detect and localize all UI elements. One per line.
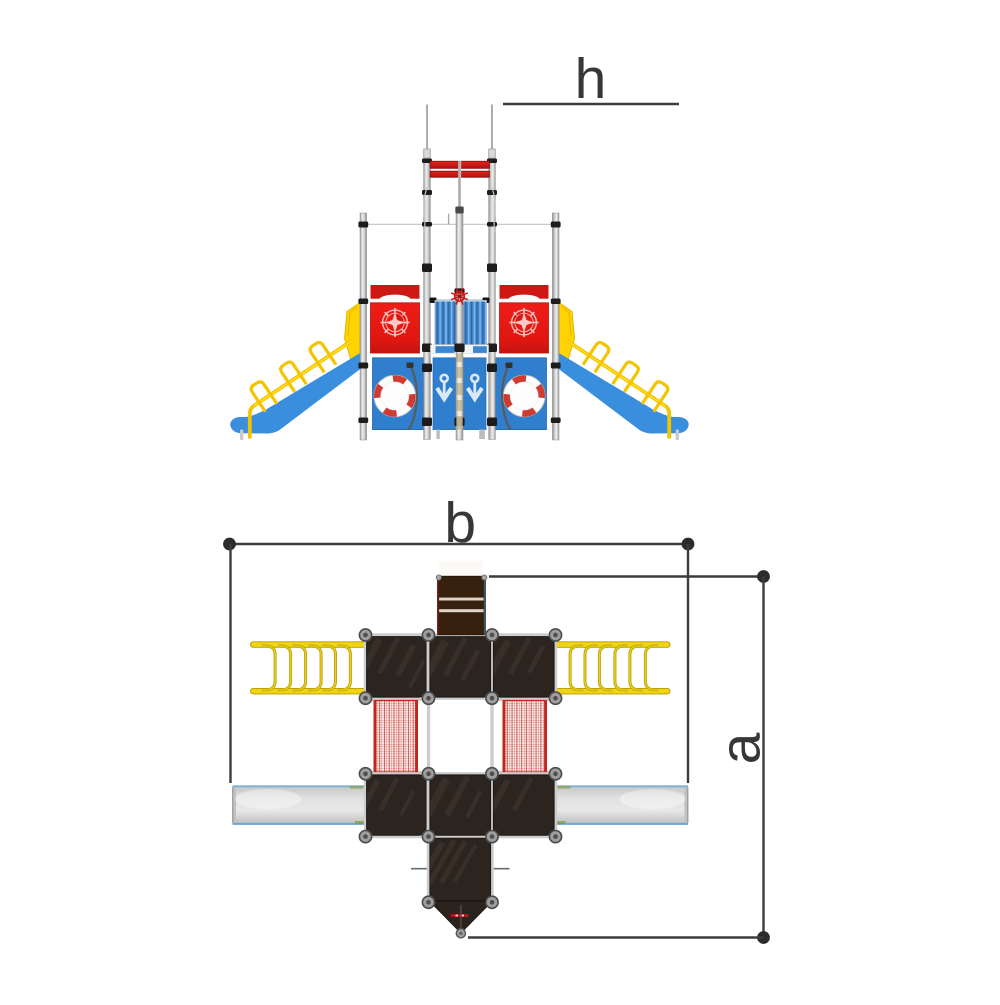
svg-text:h: h bbox=[575, 47, 607, 111]
svg-text:b: b bbox=[444, 491, 476, 555]
svg-text:a: a bbox=[709, 732, 773, 764]
